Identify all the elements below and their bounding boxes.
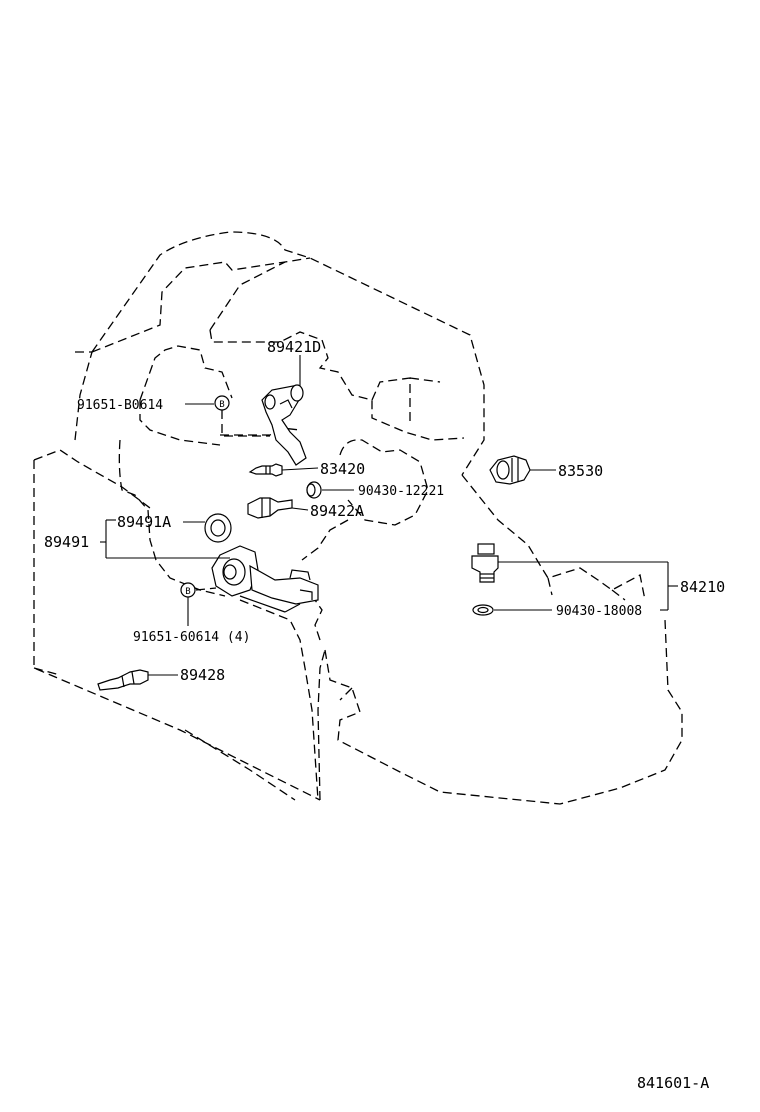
label-89422A: 89422A [310, 502, 364, 520]
label-89491: 89491 [44, 533, 89, 551]
svg-text:B: B [185, 587, 190, 597]
leader-lines [100, 355, 678, 676]
part-83420-sender [248, 463, 283, 477]
part-89421D-bracket [261, 384, 307, 466]
part-labels: 89421D 91651-B0614 83420 90430-12221 894… [44, 338, 725, 1092]
part-90430-18008-gasket [472, 604, 494, 616]
part-89491A-o-ring [204, 513, 232, 543]
svg-text:B: B [219, 400, 224, 410]
part-83530-switch [489, 455, 531, 485]
label-83420: 83420 [320, 460, 365, 478]
label-89491A: 89491A [117, 513, 171, 531]
label-89428: 89428 [180, 666, 225, 684]
part-91651-60614-bolt: B [180, 582, 196, 598]
part-89422A-sensor [247, 497, 293, 519]
part-91651-B0614-bolt: B [214, 395, 230, 411]
label-91651-B0614: 91651-B0614 [77, 398, 163, 413]
label-83530: 83530 [558, 462, 603, 480]
label-89421D: 89421D [267, 338, 321, 356]
figure-id: 841601-A [637, 1074, 709, 1092]
label-84210: 84210 [680, 578, 725, 596]
part-90430-12221-gasket [306, 481, 322, 499]
part-89491-sensor-assembly [211, 545, 319, 613]
label-90430-18008: 90430-18008 [556, 604, 642, 619]
label-91651-60614: 91651-60614 (4) [133, 630, 250, 645]
part-89428-sensor [97, 669, 149, 691]
label-90430-12221: 90430-12221 [358, 484, 444, 499]
part-84210-switch [471, 543, 499, 583]
